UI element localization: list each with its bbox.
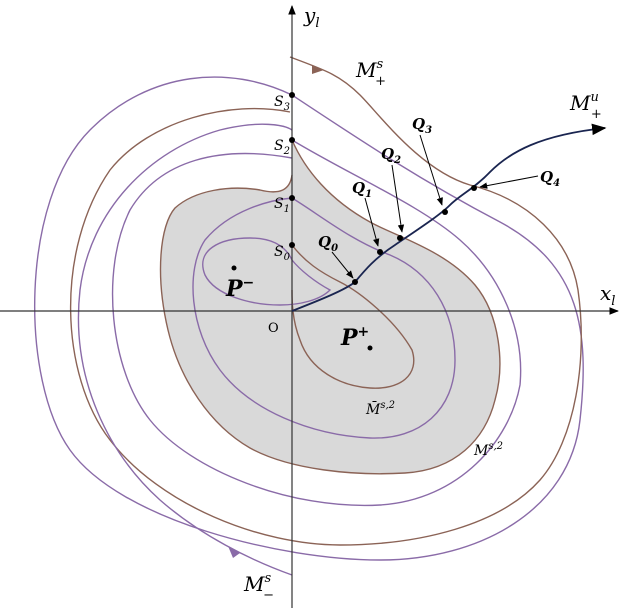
x-axis-label: xl bbox=[600, 281, 615, 309]
shaded-region bbox=[160, 140, 500, 474]
stable-minus-arrow bbox=[228, 546, 240, 558]
s3-point bbox=[289, 92, 295, 98]
q4-point bbox=[471, 185, 477, 191]
q0-leader bbox=[331, 251, 354, 279]
s2-label: S2 bbox=[274, 138, 290, 157]
mbar-s2-label: M̄s,2 bbox=[365, 400, 395, 418]
q2-point bbox=[397, 235, 403, 241]
s1-label: S1 bbox=[274, 196, 290, 215]
origin-label: O bbox=[268, 321, 279, 336]
s1-point bbox=[289, 195, 295, 201]
p-plus-point bbox=[367, 345, 373, 351]
s0-label: S0 bbox=[274, 244, 291, 263]
q3-leader bbox=[419, 134, 443, 206]
q3-label: Q3 bbox=[412, 115, 432, 136]
unstable-manifold-plus-label: Mu+ bbox=[569, 90, 602, 122]
stable-plus-arrow bbox=[312, 65, 324, 74]
ms2-boundary bbox=[159, 139, 501, 475]
s3-label: S3 bbox=[274, 94, 290, 113]
q4-leader bbox=[479, 175, 539, 189]
q3-point bbox=[442, 209, 448, 215]
stable-manifold-minus-curve bbox=[77, 123, 293, 576]
unstable-manifold-curve bbox=[291, 123, 607, 312]
q1-leader bbox=[364, 197, 380, 247]
p-plus-label: P+ bbox=[340, 324, 369, 351]
q0-point bbox=[352, 279, 358, 285]
p-minus-orbit bbox=[202, 237, 332, 306]
stable-manifold-minus-label: Ms− bbox=[243, 571, 274, 603]
q2-label: Q2 bbox=[381, 145, 401, 166]
ms2-label: Ms,2 bbox=[473, 441, 503, 459]
q2-leader bbox=[391, 164, 405, 233]
stable-manifold-plus-label: Ms+ bbox=[355, 57, 386, 89]
mbar-s2-curve bbox=[291, 244, 415, 389]
s2-point bbox=[289, 137, 295, 143]
s0-point bbox=[289, 242, 295, 248]
inner-orbit-purple bbox=[192, 197, 456, 439]
outer-orbit-purple bbox=[33, 76, 584, 561]
p-minus-point bbox=[231, 265, 237, 271]
q1-label: Q1 bbox=[352, 179, 372, 200]
q4-label: Q4 bbox=[540, 168, 560, 189]
y-axis-label: yl bbox=[303, 3, 319, 31]
p-minus-label: P− bbox=[225, 275, 254, 302]
q1-point bbox=[377, 249, 383, 255]
middle-orbit-purple bbox=[111, 139, 522, 507]
q0-label: Q0 bbox=[318, 233, 338, 254]
